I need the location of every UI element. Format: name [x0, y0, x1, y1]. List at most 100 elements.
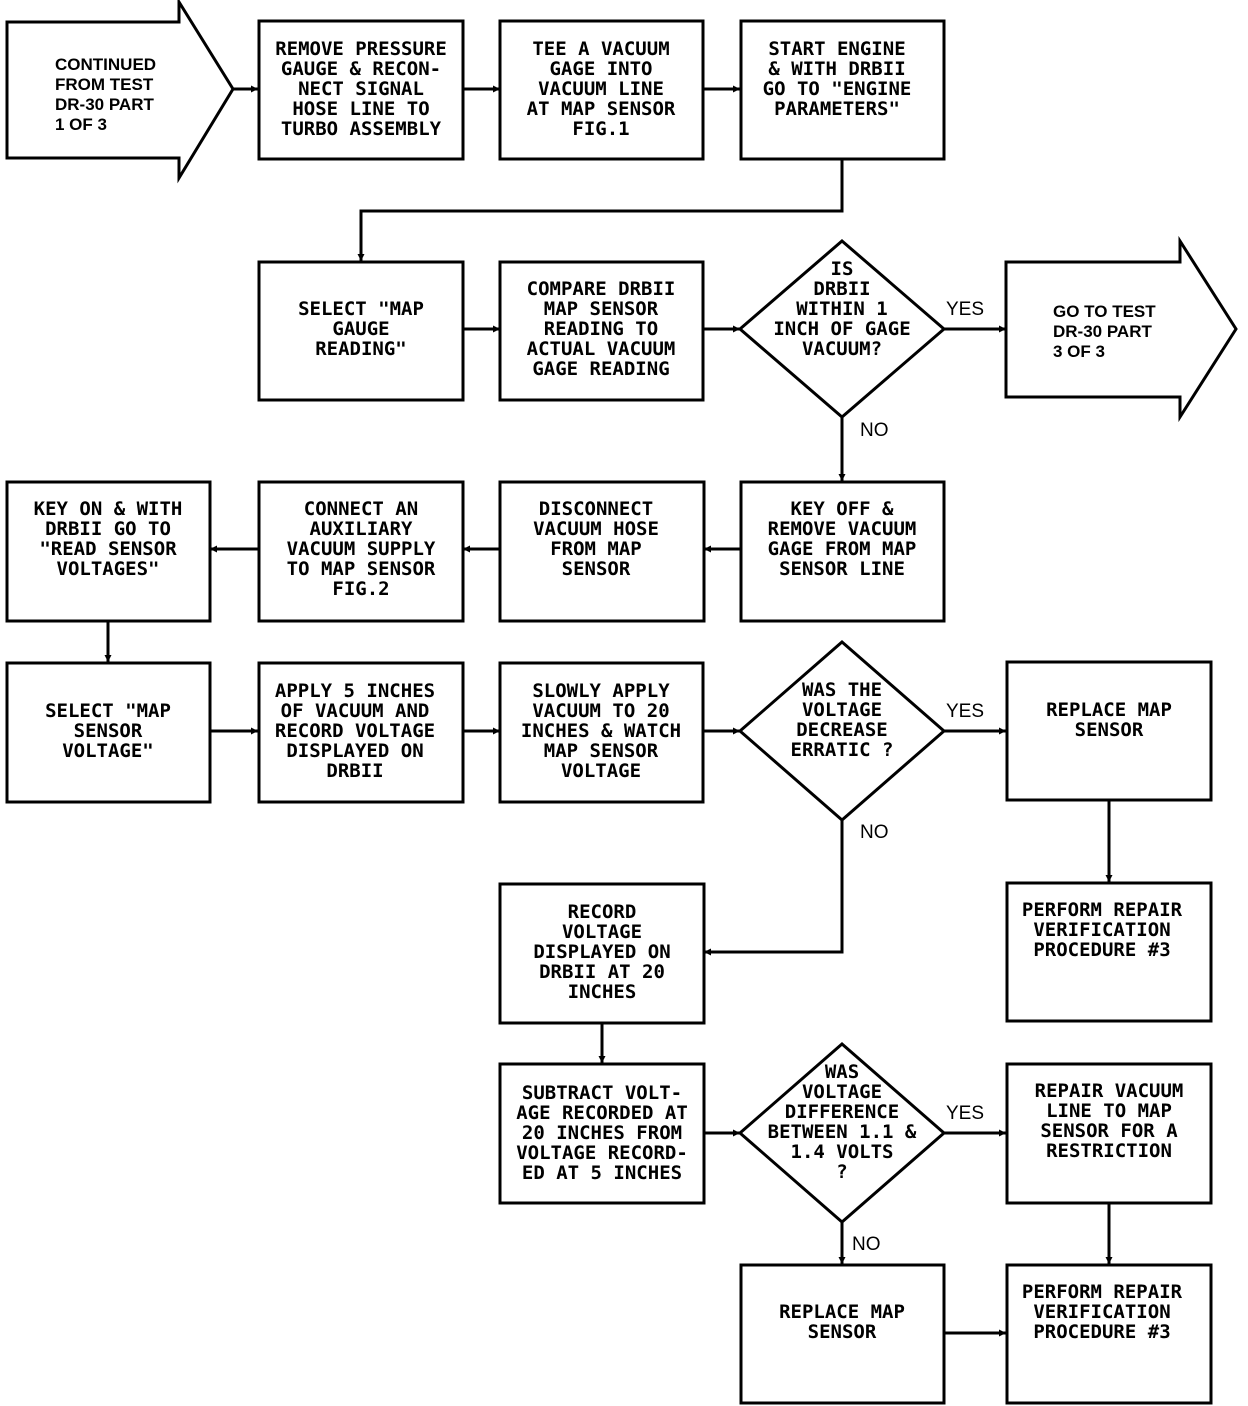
- node-text-line: 20 INCHES FROM: [522, 1122, 682, 1144]
- node-text-line: READING": [315, 338, 407, 360]
- node-text-line: SELECT "MAP: [298, 298, 424, 320]
- node-text-line: RECORD VOLTAGE: [275, 720, 435, 742]
- node-text-line: 1 OF 3: [55, 115, 107, 134]
- node-text-line: FROM TEST: [55, 75, 154, 94]
- node-text-line: SELECT "MAP: [45, 700, 171, 722]
- node-text-line: SENSOR: [1075, 719, 1144, 741]
- label-erratic-yes: YES: [946, 701, 984, 722]
- node-text-line: VACUUM SUPPLY: [287, 538, 436, 560]
- node-text-line: ?: [836, 1161, 847, 1183]
- node-text-line: INCH OF GAGE: [773, 318, 910, 340]
- node-text-line: VERIFICATION: [1033, 919, 1170, 941]
- node-text-line: START ENGINE: [768, 38, 905, 60]
- node-text-line: FIG.2: [332, 578, 389, 600]
- node-text-line: AUXILIARY: [310, 518, 414, 540]
- label-difference-yes: YES: [946, 1103, 984, 1124]
- node-text-line: SENSOR: [808, 1321, 877, 1343]
- node-text-line: DECREASE: [796, 719, 888, 741]
- node-text-line: REPLACE MAP: [779, 1301, 905, 1323]
- node-text-line: LINE TO MAP: [1046, 1100, 1172, 1122]
- node-text-line: VOLTAGE: [802, 699, 882, 721]
- node-text-line: INCHES: [568, 981, 637, 1003]
- node-text-line: RECORD: [568, 901, 637, 923]
- node-text-line: DRBII AT 20: [539, 961, 665, 983]
- label-within-yes: YES: [946, 299, 984, 320]
- node-text-line: SLOWLY APPLY: [532, 680, 670, 702]
- node-text-line: DIFFERENCE: [785, 1101, 899, 1123]
- node-text-line: MAP SENSOR: [544, 740, 659, 762]
- edge-erratic-no: [704, 820, 844, 956]
- node-text-line: VOLTAGE": [62, 740, 154, 762]
- node-text-line: NECT SIGNAL: [298, 78, 424, 100]
- node-text-line: DRBII: [813, 278, 870, 300]
- node-text-line: WAS: [825, 1061, 859, 1083]
- node-text-line: APPLY 5 INCHES: [275, 680, 435, 702]
- node-text-line: "READ SENSOR: [39, 538, 177, 560]
- node-text-line: MAP SENSOR: [544, 298, 659, 320]
- node-text-line: REMOVE VACUUM: [768, 518, 917, 540]
- node-text-line: SUBTRACT VOLT-: [522, 1082, 682, 1104]
- connectors: [104, 85, 1113, 1337]
- edge-start-to-select-gauge: [357, 159, 844, 261]
- node-text-line: VACUUM HOSE: [533, 518, 659, 540]
- node-text-line: GAUGE: [332, 318, 389, 340]
- node-text-line: VOLTAGE: [562, 921, 642, 943]
- node-text-line: ED AT 5 INCHES: [522, 1162, 682, 1184]
- node-text-line: VACUUM TO 20: [532, 700, 669, 722]
- node-text-line: DR-30 PART: [1053, 322, 1152, 341]
- node-text-line: RESTRICTION: [1046, 1140, 1172, 1162]
- node-text-line: VERIFICATION: [1033, 1301, 1170, 1323]
- node-text-line: PARAMETERS": [774, 98, 900, 120]
- node-text-line: REPAIR VACUUM: [1035, 1080, 1184, 1102]
- node-text-line: AGE RECORDED AT: [516, 1102, 688, 1124]
- node-text-line: GAGE INTO: [550, 58, 653, 80]
- node-text-line: READING TO: [544, 318, 658, 340]
- node-text-line: GO TO TEST: [1053, 302, 1156, 321]
- node-text-line: CONTINUED: [55, 55, 156, 74]
- node-text-line: KEY ON & WITH: [34, 498, 183, 520]
- node-text-line: COMPARE DRBII: [527, 278, 676, 300]
- node-text-line: WITHIN 1: [796, 298, 888, 320]
- node-text-line: TEE A VACUUM: [532, 38, 669, 60]
- node-text-line: KEY OFF &: [791, 498, 895, 520]
- node-text-line: HOSE LINE TO: [292, 98, 429, 120]
- node-text-line: & WITH DRBII: [768, 58, 905, 80]
- node-text-line: SENSOR: [74, 720, 143, 742]
- node-text-line: GAUGE & RECON-: [281, 58, 441, 80]
- node-text-line: TURBO ASSEMBLY: [281, 118, 442, 140]
- node-text-line: GO TO "ENGINE: [763, 78, 912, 100]
